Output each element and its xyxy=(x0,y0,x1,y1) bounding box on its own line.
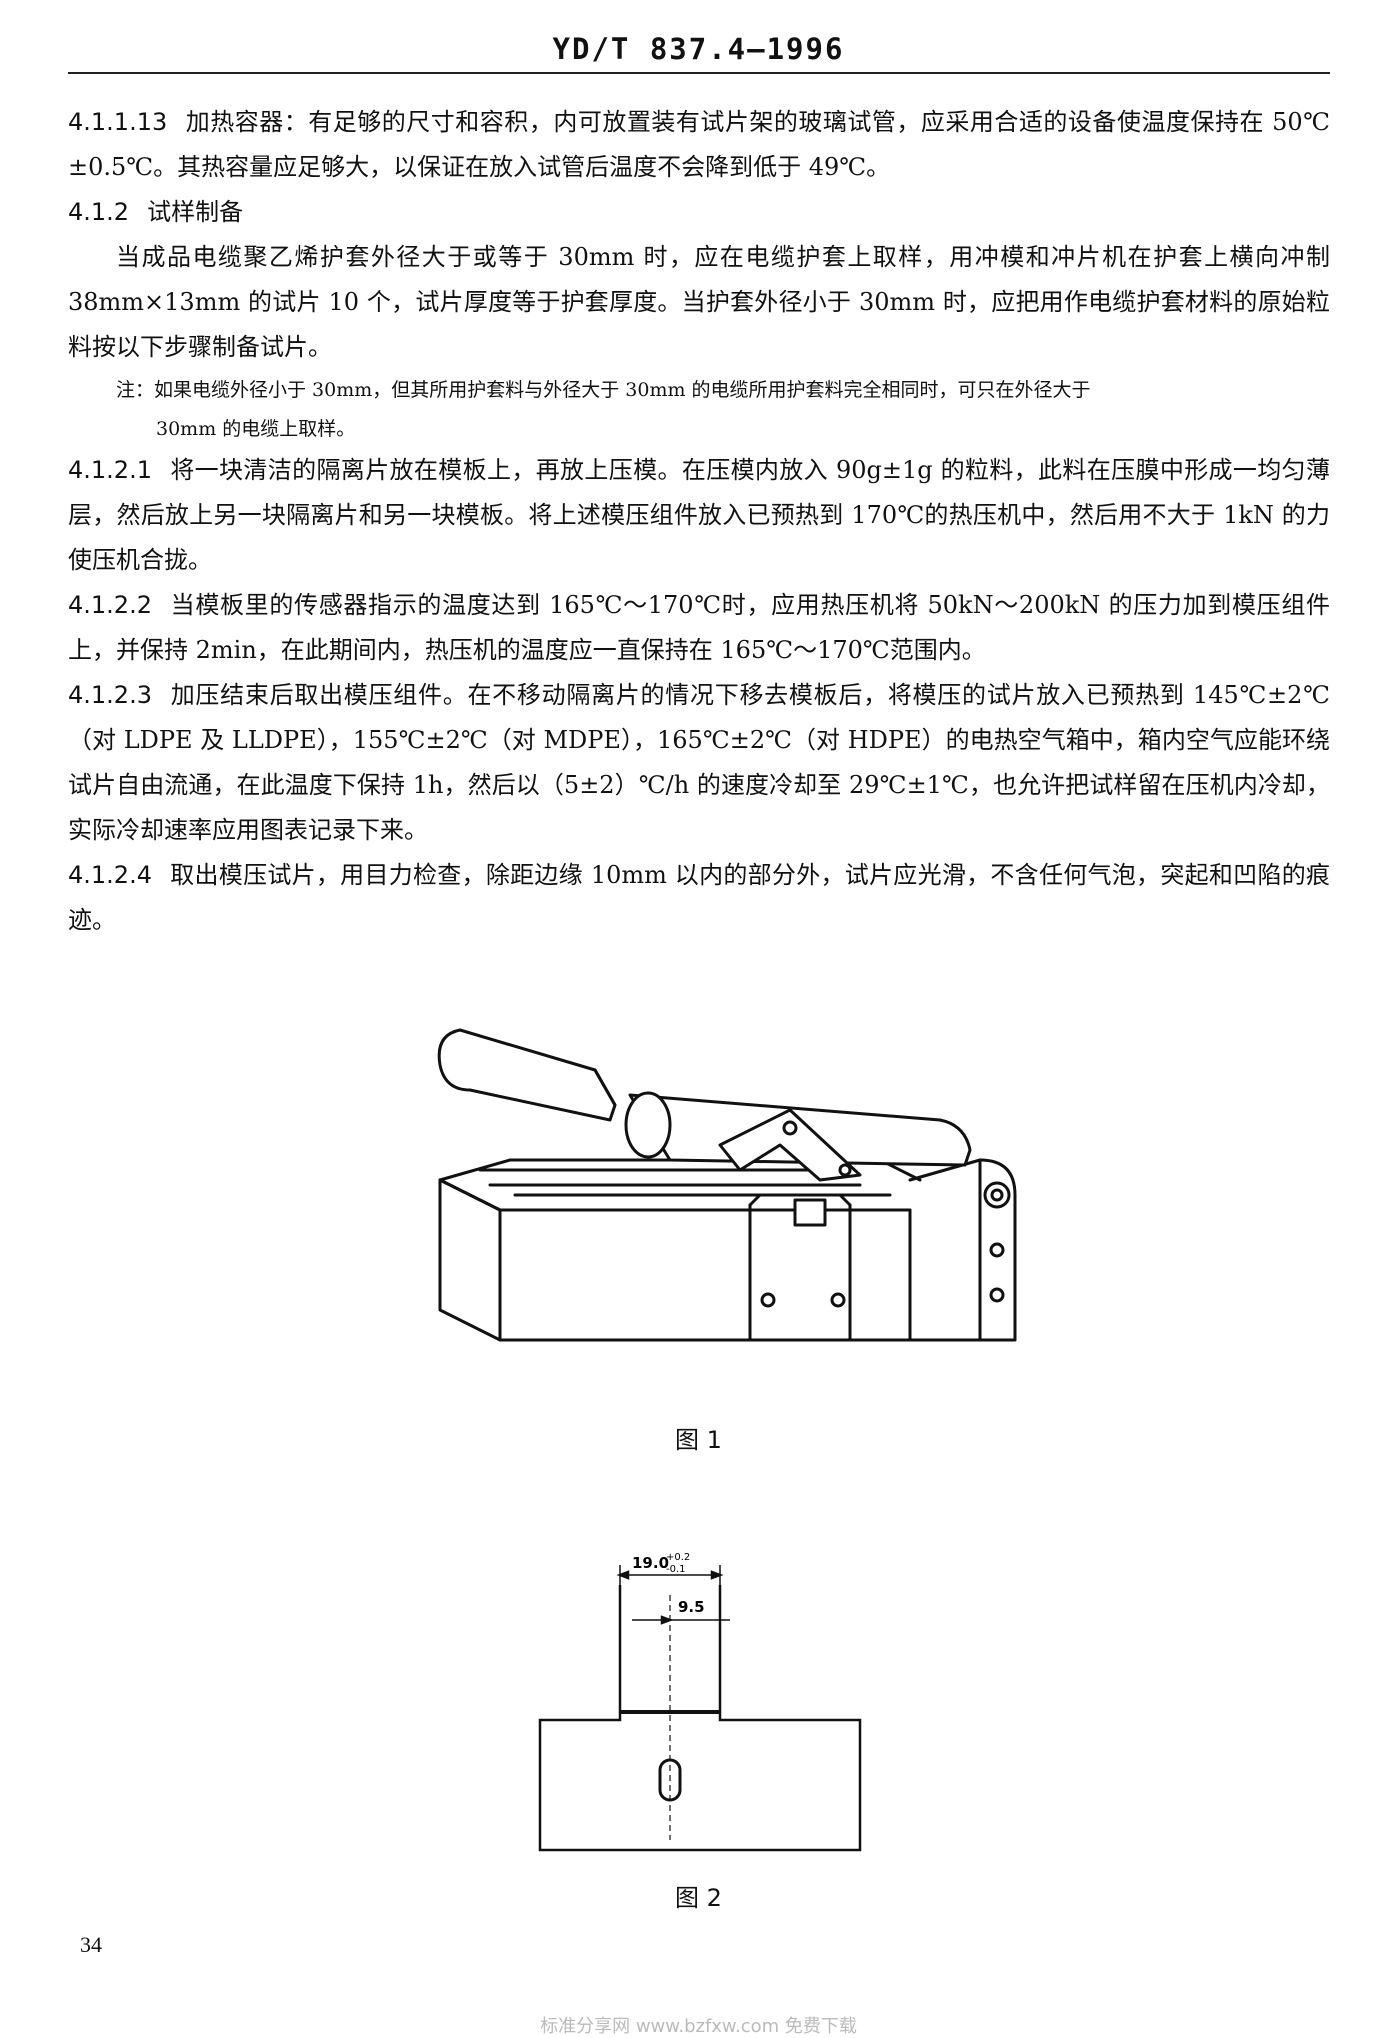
dim-tol-upper: +0.2 xyxy=(666,1552,690,1563)
step-number: 4.1.2.1 xyxy=(68,456,152,484)
note-continuation: 30mm 的电缆上取样。 xyxy=(156,418,356,440)
figure-1-caption: 图 1 xyxy=(675,1426,722,1454)
figure-1-punch-press xyxy=(437,1028,1017,1342)
step-text: 加压结束后取出模压组件。在不移动隔离片的情况下移去模板后，将模压的试片放入已预热… xyxy=(68,681,1330,844)
section-number: 4.1.2 xyxy=(68,198,130,226)
standard-code-header: YD/T 837.4—1996 xyxy=(552,32,845,66)
page-number: 34 xyxy=(80,1932,102,1957)
step-number: 4.1.2.2 xyxy=(68,591,152,619)
section-heading: 试样制备 xyxy=(147,198,244,226)
sampling-paragraph: 当成品电缆聚乙烯护套外径大于或等于 30mm 时，应在电缆护套上取样，用冲模和冲… xyxy=(68,243,1330,361)
header-rule xyxy=(68,72,1330,74)
note-text: 注：如果电缆外径小于 30mm，但其所用护套料与外径大于 30mm 的电缆所用护… xyxy=(116,379,1091,401)
figure-2-die-profile: 19.0 +0.2 -0.1 9.5 xyxy=(538,1552,862,1852)
step-text: 将一块清洁的隔离片放在模板上，再放上压模。在压模内放入 90g±1g 的粒料，此… xyxy=(68,456,1330,574)
step-text: 取出模压试片，用目力检查，除距边缘 10mm 以内的部分外，试片应光滑，不含任何… xyxy=(68,861,1330,934)
step-number: 4.1.2.3 xyxy=(68,681,152,709)
dim-half-label: 9.5 xyxy=(678,1598,705,1616)
dim-tol-lower: -0.1 xyxy=(666,1564,686,1575)
step-number: 4.1.2.4 xyxy=(68,861,152,889)
section-number: 4.1.1.13 xyxy=(68,108,168,136)
watermark: 标准分享网 www.bzfxw.com 免费下载 xyxy=(540,2016,857,2037)
section-4-1-2: 4.1.2 试样制备 xyxy=(68,190,1330,235)
step-text: 当模板里的传感器指示的温度达到 165℃～170℃时，应用热压机将 50kN～2… xyxy=(68,591,1330,664)
note: 注：如果电缆外径小于 30mm，但其所用护套料与外径大于 30mm 的电缆所用护… xyxy=(68,370,1330,410)
dim-width-label: 19.0 xyxy=(632,1554,669,1572)
section-text: 加热容器：有足够的尺寸和容积，内可放置装有试片架的玻璃试管，应采用合适的设备使温… xyxy=(68,108,1330,181)
figure-2-caption: 图 2 xyxy=(675,1884,722,1912)
